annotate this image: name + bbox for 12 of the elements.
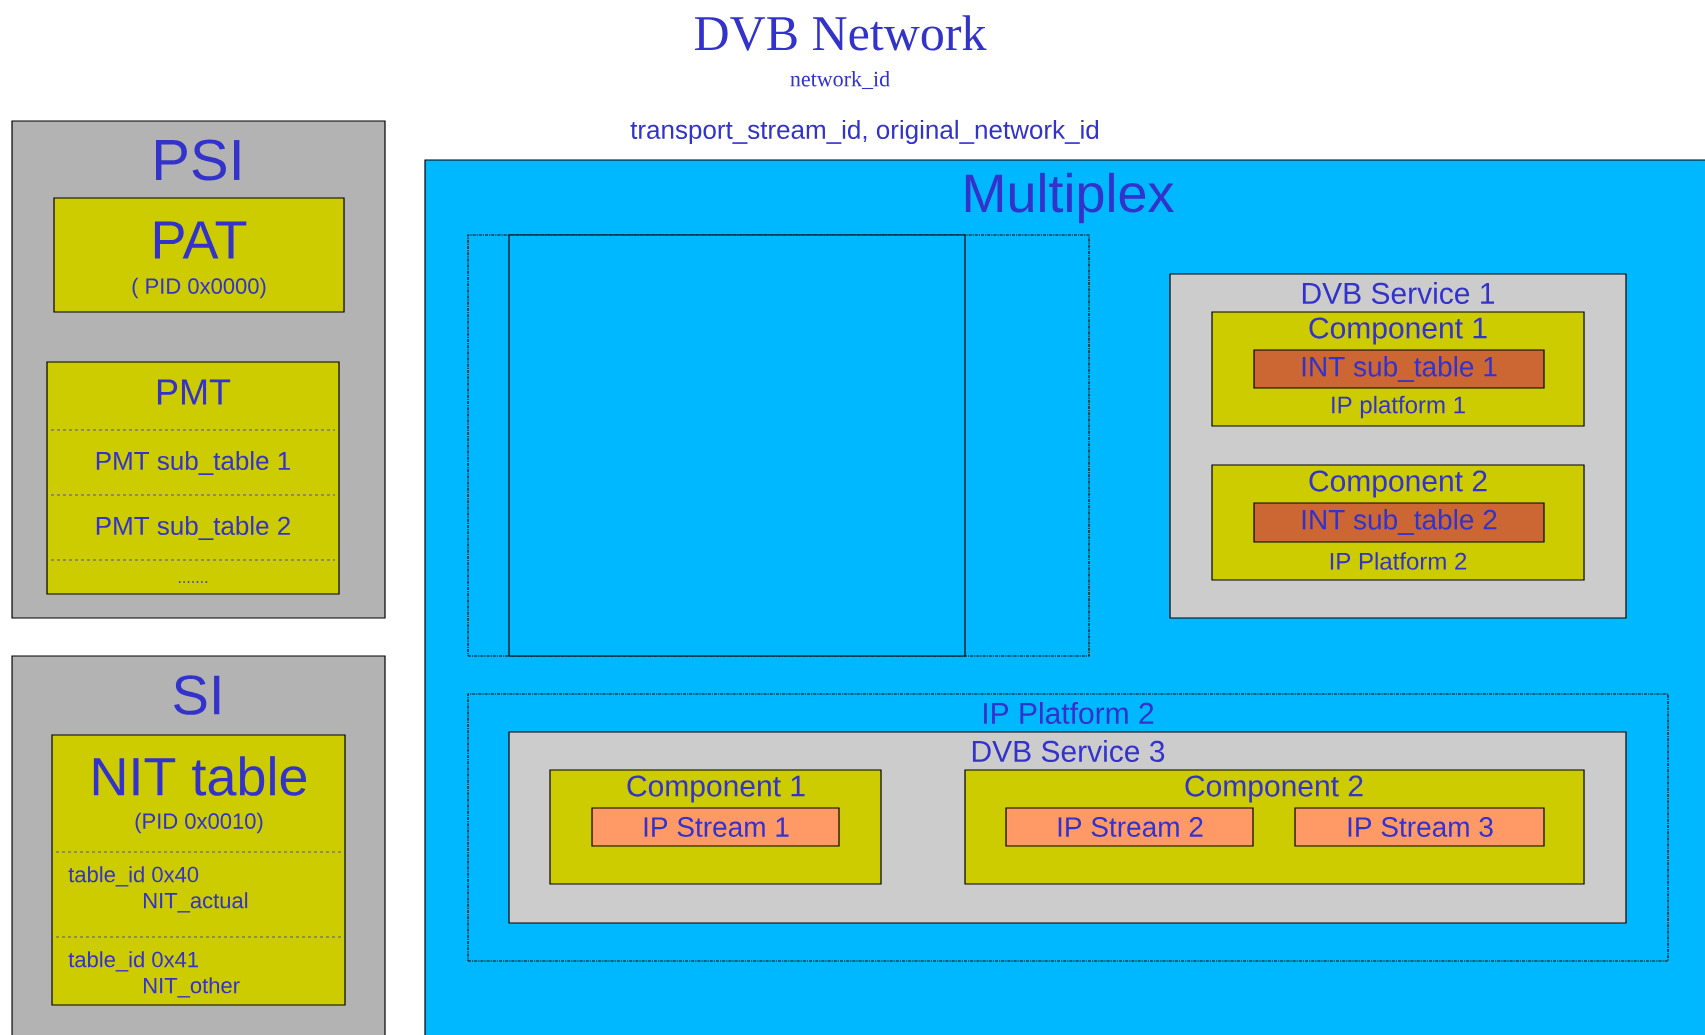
stream-box: IP Stream 2: [1005, 807, 1254, 847]
title: DVB Network: [694, 15, 987, 51]
stream-box: IP Stream 3: [1294, 807, 1545, 847]
id-label: transport_stream_id, original_network_id: [630, 119, 1099, 145]
stream-box: IP Stream 1: [591, 807, 840, 847]
table-box: INT sub_table 1: [1253, 349, 1545, 389]
id-label: network_id: [790, 70, 890, 90]
table-box: INT sub_table 2: [1253, 502, 1545, 543]
table-box: NIT table (PID 0x0010) table_id 0x40 NIT_actual table_id 0x41 NIT_other: [51, 734, 346, 1006]
service-box: [508, 234, 966, 657]
table-box: PMT PMT sub_table 1 PMT sub_table 2 .......: [46, 361, 340, 595]
table-box: PAT ( PID 0x0000): [53, 197, 345, 313]
